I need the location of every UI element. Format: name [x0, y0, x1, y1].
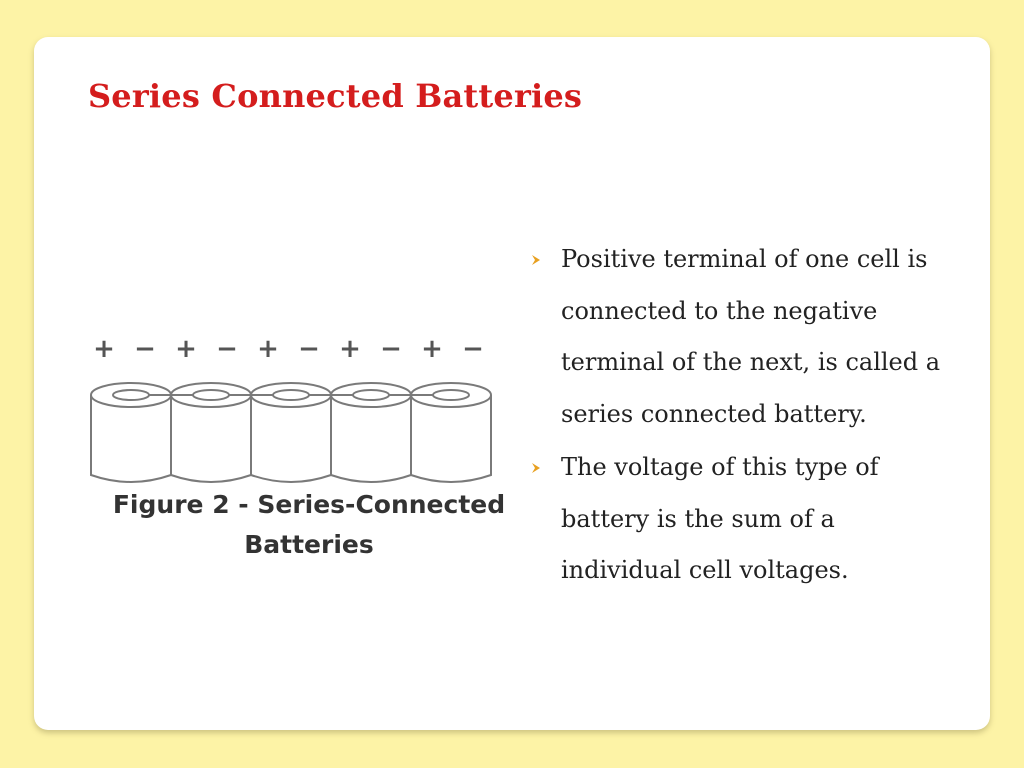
series-batteries-figure: +−+−+−+−+− Figure 2 - Series-Connected B… [74, 295, 544, 565]
figure-caption-line1: Figure 2 - Series-Connected [112, 490, 506, 519]
bullet-item: Positive terminal of one cell is connect… [530, 234, 950, 440]
negative-terminal-sign: − [216, 334, 238, 364]
arrow-bullet-icon [532, 463, 540, 473]
positive-terminal-sign: + [93, 334, 115, 364]
negative-terminal-sign: − [134, 334, 156, 364]
figure-caption: Figure 2 - Series-Connected Batteries [74, 485, 544, 565]
positive-terminal-sign: + [421, 334, 443, 364]
slide-title: Series Connected Batteries [88, 77, 583, 115]
bullet-item: The voltage of this type of battery is t… [530, 442, 950, 597]
battery-cell [250, 382, 332, 483]
battery-cell [410, 382, 492, 483]
negative-terminal-sign: − [462, 334, 484, 364]
battery-cell [170, 382, 252, 483]
positive-terminal-sign: + [339, 334, 361, 364]
battery-diagram: +−+−+−+−+− [90, 334, 492, 483]
positive-terminal-sign: + [175, 334, 197, 364]
arrow-bullet-icon [532, 255, 540, 265]
positive-terminal-sign: + [257, 334, 279, 364]
battery-cell [330, 382, 412, 483]
negative-terminal-sign: − [380, 334, 402, 364]
slide: Series Connected Batteries +−+−+−+−+− Fi… [34, 37, 990, 730]
figure-caption-line2: Batteries [244, 530, 374, 559]
battery-cell [90, 382, 172, 483]
bullet-text: Positive terminal of one cell is connect… [561, 245, 941, 428]
negative-terminal-sign: − [298, 334, 320, 364]
bullet-list: Positive terminal of one cell is connect… [530, 234, 950, 599]
bullet-text: The voltage of this type of battery is t… [561, 453, 879, 584]
